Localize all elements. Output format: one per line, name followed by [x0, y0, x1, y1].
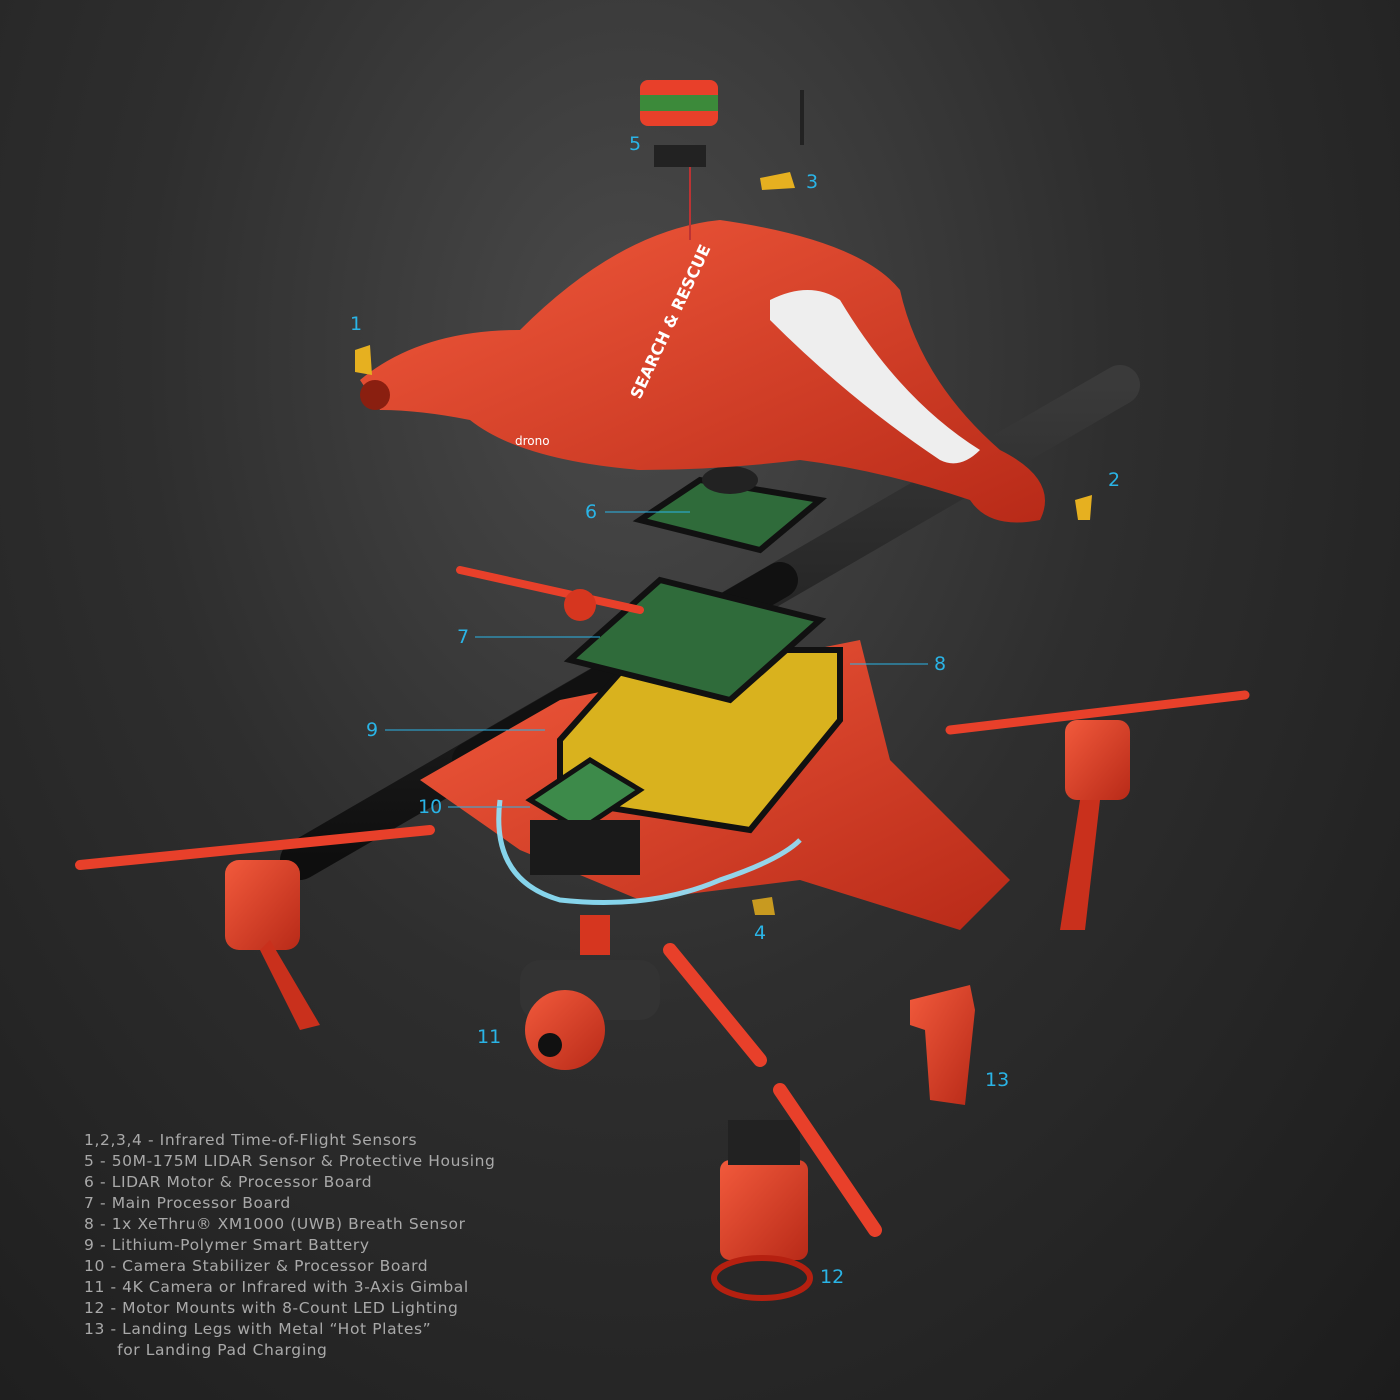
- callout-6: 6: [585, 501, 598, 523]
- legend-item: 10 - Camera Stabilizer & Processor Board: [84, 1257, 429, 1275]
- sensor-3: [760, 172, 795, 190]
- legend-item: 9 - Lithium-Polymer Smart Battery: [84, 1236, 370, 1254]
- legend-item: 7 - Main Processor Board: [84, 1194, 291, 1212]
- legend-item: 8 - 1x XeThru® XM1000 (UWB) Breath Senso…: [84, 1215, 466, 1233]
- callout-11: 11: [477, 1026, 502, 1048]
- shell-window: [770, 290, 980, 464]
- callout-5: 5: [629, 133, 642, 155]
- callout-10: 10: [418, 796, 443, 818]
- legend-item: 12 - Motor Mounts with 8-Count LED Light…: [84, 1299, 459, 1317]
- motor-right: [945, 690, 1250, 930]
- led-strip: [496, 799, 802, 905]
- motor-exploded: [663, 943, 882, 1301]
- sensor-2: [1075, 495, 1092, 520]
- sensor-1: [355, 345, 372, 375]
- legend-item: 6 - LIDAR Motor & Processor Board: [84, 1173, 373, 1191]
- legend-item: 5 - 50M-175M LIDAR Sensor & Protective H…: [84, 1152, 496, 1170]
- top-shell: [360, 220, 1045, 523]
- legend-item: 13 - Landing Legs with Metal “Hot Plates…: [84, 1320, 432, 1338]
- callout-9: 9: [366, 719, 379, 741]
- lidar-board: [632, 476, 827, 554]
- callout-4: 4: [754, 922, 767, 944]
- legend: 1,2,3,4 - Infrared Time-of-Flight Sensor…: [84, 1130, 495, 1361]
- motor-left: [75, 825, 435, 1030]
- legend-item: 1,2,3,4 - Infrared Time-of-Flight Sensor…: [84, 1131, 418, 1149]
- legend-item: 11 - 4K Camera or Infrared with 3-Axis G…: [84, 1278, 469, 1296]
- callout-1: 1: [350, 313, 363, 335]
- callout-2: 2: [1108, 469, 1121, 491]
- callout-8: 8: [934, 653, 947, 675]
- legend-item: for Landing Pad Charging: [84, 1341, 328, 1359]
- gimbal-camera: [520, 915, 660, 1070]
- callout-12: 12: [820, 1266, 845, 1288]
- shell-logo: drono: [515, 434, 550, 448]
- motor-back: [456, 566, 644, 621]
- callout-13: 13: [985, 1069, 1010, 1091]
- callout-3: 3: [806, 171, 819, 193]
- callout-7: 7: [457, 626, 470, 648]
- landing-leg: [910, 985, 975, 1105]
- sensor-4: [752, 897, 775, 915]
- leader-lines: [385, 511, 928, 808]
